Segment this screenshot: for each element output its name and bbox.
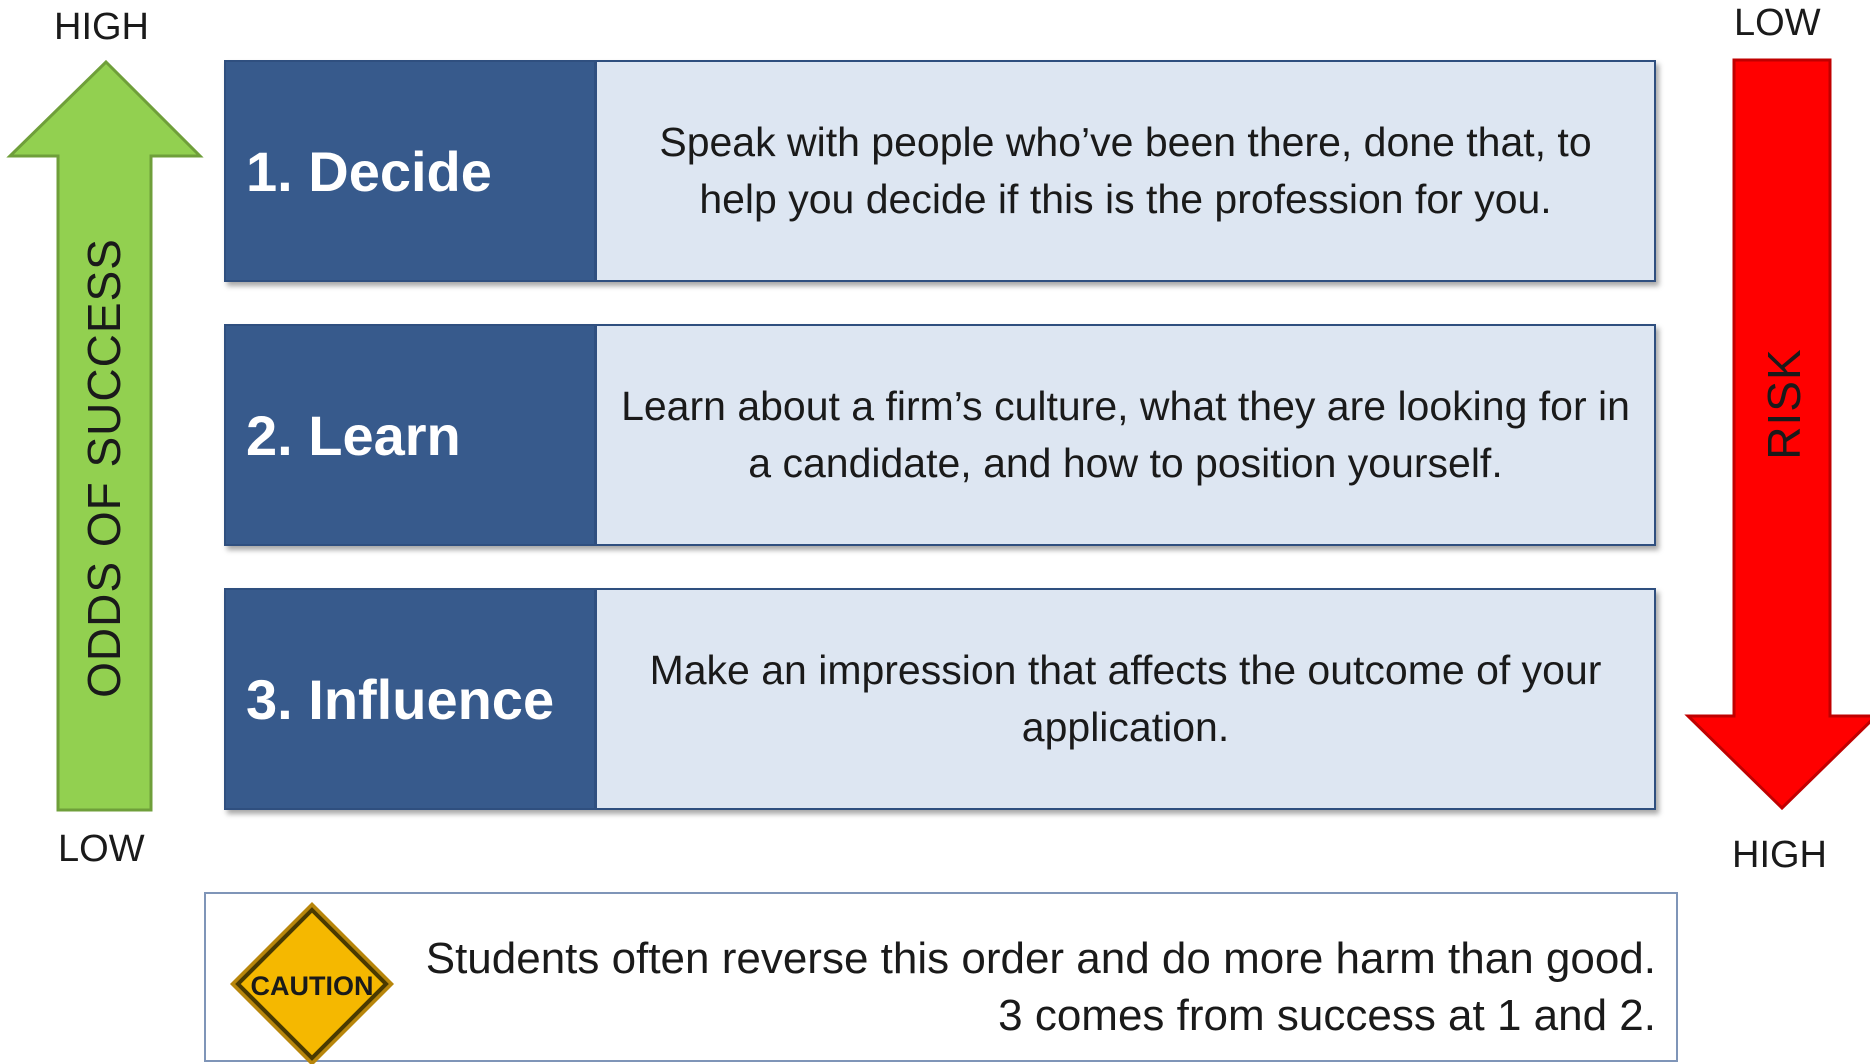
caution-box: CAUTION Students often reverse this orde…: [204, 892, 1678, 1064]
caution-line-2: 3 comes from success at 1 and 2.: [998, 991, 1656, 1040]
step-title: 3. Influence: [226, 590, 594, 808]
step-description: Make an impression that affects the outc…: [594, 590, 1654, 808]
risk-high-label: HIGH: [1732, 834, 1827, 876]
odds-low-label: LOW: [58, 828, 145, 870]
caution-sign-text: CAUTION: [251, 971, 374, 1001]
step-learn: 2. Learn Learn about a firm’s culture, w…: [224, 324, 1656, 546]
step-description: Learn about a firm’s culture, what they …: [594, 326, 1654, 544]
risk-label: RISK: [1758, 348, 1810, 460]
step-description: Speak with people who’ve been there, don…: [594, 62, 1654, 280]
step-title: 1. Decide: [226, 62, 594, 280]
odds-high-label: HIGH: [54, 6, 149, 48]
odds-of-success-label: ODDS OF SUCCESS: [78, 238, 130, 698]
risk-arrow: [1684, 58, 1870, 811]
risk-low-label: LOW: [1734, 2, 1821, 44]
step-influence: 3. Influence Make an impression that aff…: [224, 588, 1656, 810]
caution-message: Students often reverse this order and do…: [356, 930, 1656, 1044]
odds-of-success-arrow: [6, 59, 204, 812]
caution-line-1: Students often reverse this order and do…: [425, 934, 1656, 983]
step-decide: 1. Decide Speak with people who’ve been …: [224, 60, 1656, 282]
step-title: 2. Learn: [226, 326, 594, 544]
caution-sign-icon: CAUTION: [230, 902, 394, 1064]
